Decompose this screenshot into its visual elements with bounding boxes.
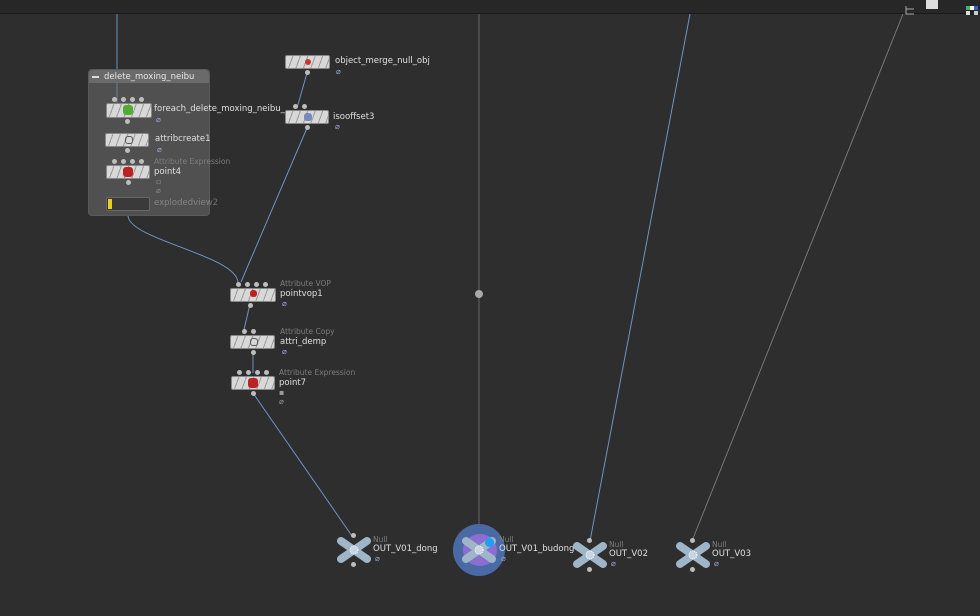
network-box[interactable]: delete_moxing_neibu: [88, 69, 210, 216]
node-type: Attribute Expression: [279, 368, 356, 377]
paperclip-icon: ⌀: [611, 559, 616, 568]
node-type: Null: [499, 535, 514, 544]
network-box-header[interactable]: delete_moxing_neibu: [89, 70, 209, 83]
node-name: attribcreate1: [155, 134, 211, 144]
wire: [691, 13, 904, 542]
paperclip-icon: ⌀: [336, 67, 341, 76]
node-name: pointvop1: [280, 289, 323, 299]
wire: [589, 13, 691, 542]
lock-icon: ▪ ⌀: [279, 388, 285, 406]
node-name: point7: [279, 378, 307, 388]
tree-view-icon[interactable]: [904, 0, 916, 15]
list-view-icon[interactable]: [926, 0, 938, 9]
collapse-icon[interactable]: [92, 75, 99, 78]
foreach-icon: [123, 105, 133, 115]
isooffset-icon: [304, 113, 312, 121]
wire-dot[interactable]: [475, 290, 483, 298]
attribute-expression-icon: [248, 378, 258, 388]
wire: [296, 72, 308, 109]
null-icon: [573, 542, 607, 568]
paperclip-icon: ⌀: [282, 299, 287, 308]
node-name: OUT_V01_budong: [499, 544, 575, 554]
node-type: Attribute VOP: [280, 279, 331, 288]
attribute-vop-icon: [250, 290, 257, 297]
node-name: foreach_delete_moxing_neibu_: [154, 104, 285, 114]
paperclip-icon: ⌀: [335, 122, 340, 131]
object-merge-icon: [305, 59, 311, 65]
color-palette-icon[interactable]: [966, 0, 978, 15]
node-type: Null: [609, 540, 624, 549]
node-type: Null: [373, 535, 388, 544]
attribcreate-icon: [125, 136, 133, 144]
wire: [252, 392, 353, 537]
network-box-title: delete_moxing_neibu: [104, 71, 195, 82]
attribute-expression-icon: [123, 167, 133, 177]
display-flag-icon[interactable]: [485, 538, 494, 547]
wire: [127, 215, 239, 283]
network-toolbar: [0, 0, 980, 15]
attribute-copy-icon: [250, 338, 258, 346]
node-type: Null: [712, 540, 727, 549]
null-icon: [337, 537, 371, 563]
null-icon: [676, 542, 710, 568]
node-type: Attribute Copy: [280, 327, 335, 336]
node-type: Attribute Expression: [154, 157, 231, 166]
paperclip-icon: ⌀: [156, 115, 161, 124]
node-name: object_merge_null_obj: [335, 56, 430, 66]
node-name: point4: [154, 167, 182, 177]
node-name: attri_demp: [280, 337, 327, 347]
paperclip-icon: ⌀: [501, 554, 506, 563]
bypass-flag[interactable]: [108, 199, 112, 209]
paperclip-icon: ⌀: [375, 554, 380, 563]
node-name: isooffset3: [333, 112, 375, 122]
paperclip-icon: ⌀: [157, 145, 162, 154]
wire: [240, 127, 308, 283]
paperclip-icon: ⌀: [714, 559, 719, 568]
lock-icon: ▫ ⌀: [156, 177, 162, 195]
node-name: OUT_V02: [609, 549, 648, 559]
node-name: OUT_V03: [712, 549, 751, 559]
node-name: OUT_V01_dong: [373, 544, 438, 554]
paperclip-icon: ⌀: [282, 347, 287, 356]
node-name: explodedview2: [154, 198, 219, 208]
